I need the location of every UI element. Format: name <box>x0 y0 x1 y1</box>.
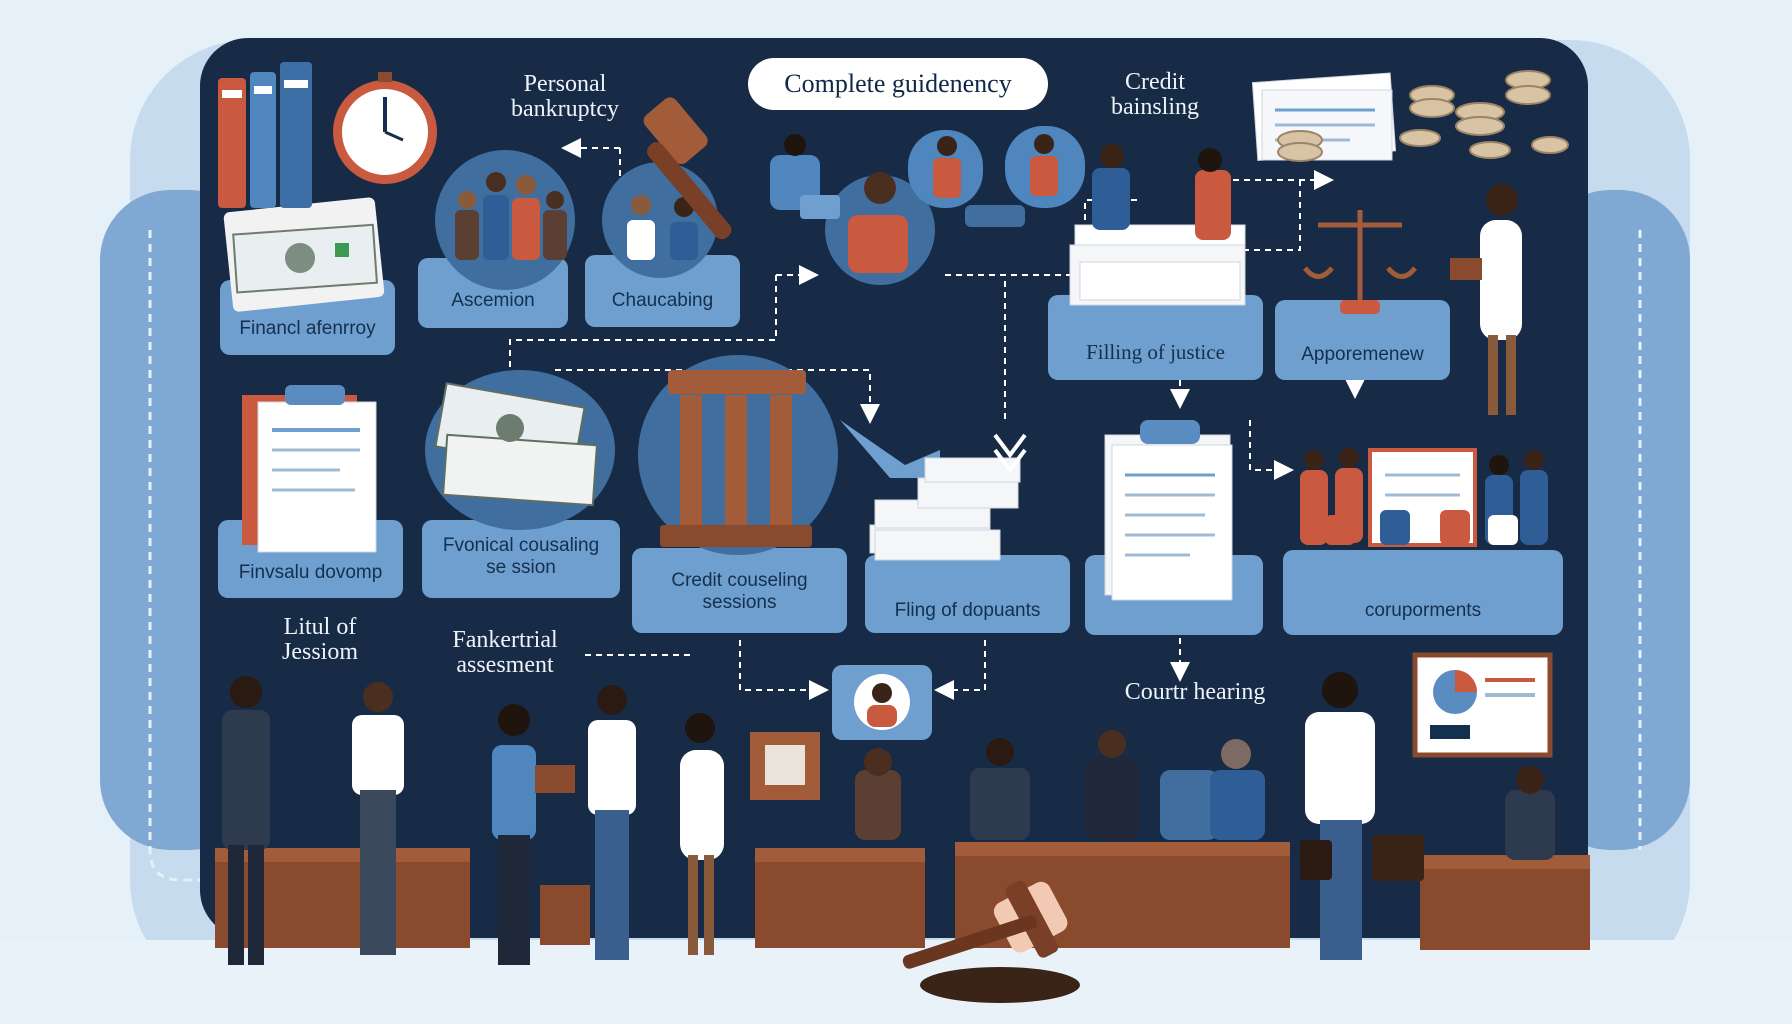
diagram-title: Complete guidenency <box>748 58 1048 110</box>
document-icon <box>1104 420 1233 601</box>
label-credit-bainsling: Credit bainsling <box>1111 69 1199 120</box>
avatar-icon <box>832 665 932 740</box>
box-fling-dopuants <box>840 420 1070 633</box>
woman-presenter <box>1450 184 1522 415</box>
label-finvsalu-dovomp: Finvsalu dovomp <box>238 562 383 583</box>
money-icon <box>232 223 378 294</box>
label-corupporments: coruporments <box>1364 600 1482 621</box>
box-filling-justice <box>1048 144 1263 380</box>
papers-icon <box>1251 72 1397 161</box>
clipboard-icon <box>242 385 377 553</box>
box-corupporments <box>1283 448 1563 635</box>
clock-icon <box>333 72 437 184</box>
box-fvonical-counseling <box>422 370 620 598</box>
document-stack-icon <box>869 457 1021 561</box>
document-stack-icon <box>1069 224 1246 306</box>
box-credit-counseling <box>632 355 847 633</box>
money-icon <box>434 382 598 507</box>
label-litul-jession: Litul of Jessiom <box>281 614 358 665</box>
label-apporemenew: Apporemenew <box>1301 344 1424 365</box>
label-fvonical-counseling: Fvonical cousaling se ssion <box>442 535 600 578</box>
box-ascemion <box>418 150 575 328</box>
people-icon <box>455 172 567 260</box>
people-icon <box>1300 448 1548 545</box>
label-financl-afenrroy: Financl afenrroy <box>239 318 376 339</box>
label-credit-counseling: Credit couseling sessions <box>671 570 808 613</box>
connector-lines <box>500 138 1365 700</box>
label-filling-justice: Filling of justice <box>1086 340 1225 364</box>
gavel-icon <box>643 97 732 240</box>
chart-board-icon <box>1412 652 1553 758</box>
people-circles <box>770 126 1085 285</box>
label-fling-dopuants: Fling of dopuants <box>894 600 1041 621</box>
books-icon <box>218 62 312 208</box>
box-apporemenew <box>1275 210 1450 380</box>
box-financl-afenrroy <box>220 197 395 355</box>
box-document <box>1085 420 1263 635</box>
label-chaucabing: Chaucabing <box>611 290 714 311</box>
label-ascemion: Ascemion <box>451 290 535 311</box>
gavel-icon <box>902 880 1080 1003</box>
scales-icon <box>1303 210 1417 305</box>
box-finvsalu-dovomp <box>218 385 403 598</box>
label-personal-bankruptcy: Personal bankruptcy <box>511 71 619 122</box>
label-court-hearing: Courtr hearing <box>1124 679 1266 705</box>
courtroom-scene <box>215 672 1590 965</box>
label-fankertrial: Fankertrial assesment <box>452 627 558 678</box>
coin-stack-icon <box>1277 70 1569 162</box>
pillar-building-icon <box>660 370 812 547</box>
